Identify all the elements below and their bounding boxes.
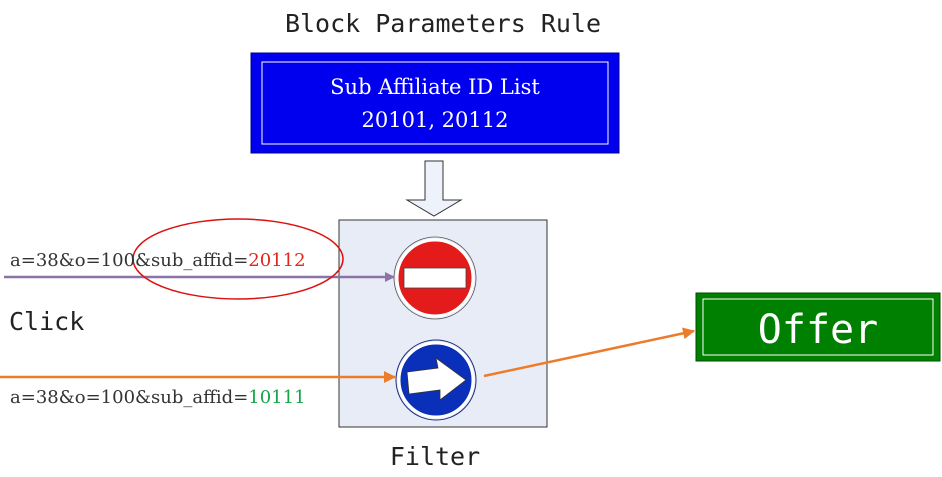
allowed-click-params: a=38&o=100&sub_affid=10111 (10, 387, 306, 408)
offer-box: Offer (695, 292, 941, 362)
right-arrow-sign-icon (395, 339, 477, 421)
blocked-click-value: 20112 (248, 250, 305, 271)
rule-box-line2: 20101, 20112 (362, 108, 509, 132)
allowed-click-value: 10111 (248, 387, 305, 408)
filter-label: Filter (390, 442, 480, 471)
rule-box: Sub Affiliate ID List 20101, 20112 (250, 52, 620, 154)
blocked-click-prefix: a=38&o=100&sub_affid= (10, 250, 248, 271)
no-entry-icon (393, 236, 477, 320)
down-arrow-icon (405, 160, 463, 217)
offer-label: Offer (758, 307, 878, 353)
rule-box-line1: Sub Affiliate ID List (330, 75, 540, 99)
allowed-click-prefix: a=38&o=100&sub_affid= (10, 387, 248, 408)
diagram-title: Block Parameters Rule (285, 9, 601, 38)
offer-arrow (483, 327, 695, 378)
highlight-ellipse (132, 218, 344, 300)
click-label: Click (9, 307, 84, 336)
blocked-click-params: a=38&o=100&sub_affid=20112 (10, 250, 306, 271)
